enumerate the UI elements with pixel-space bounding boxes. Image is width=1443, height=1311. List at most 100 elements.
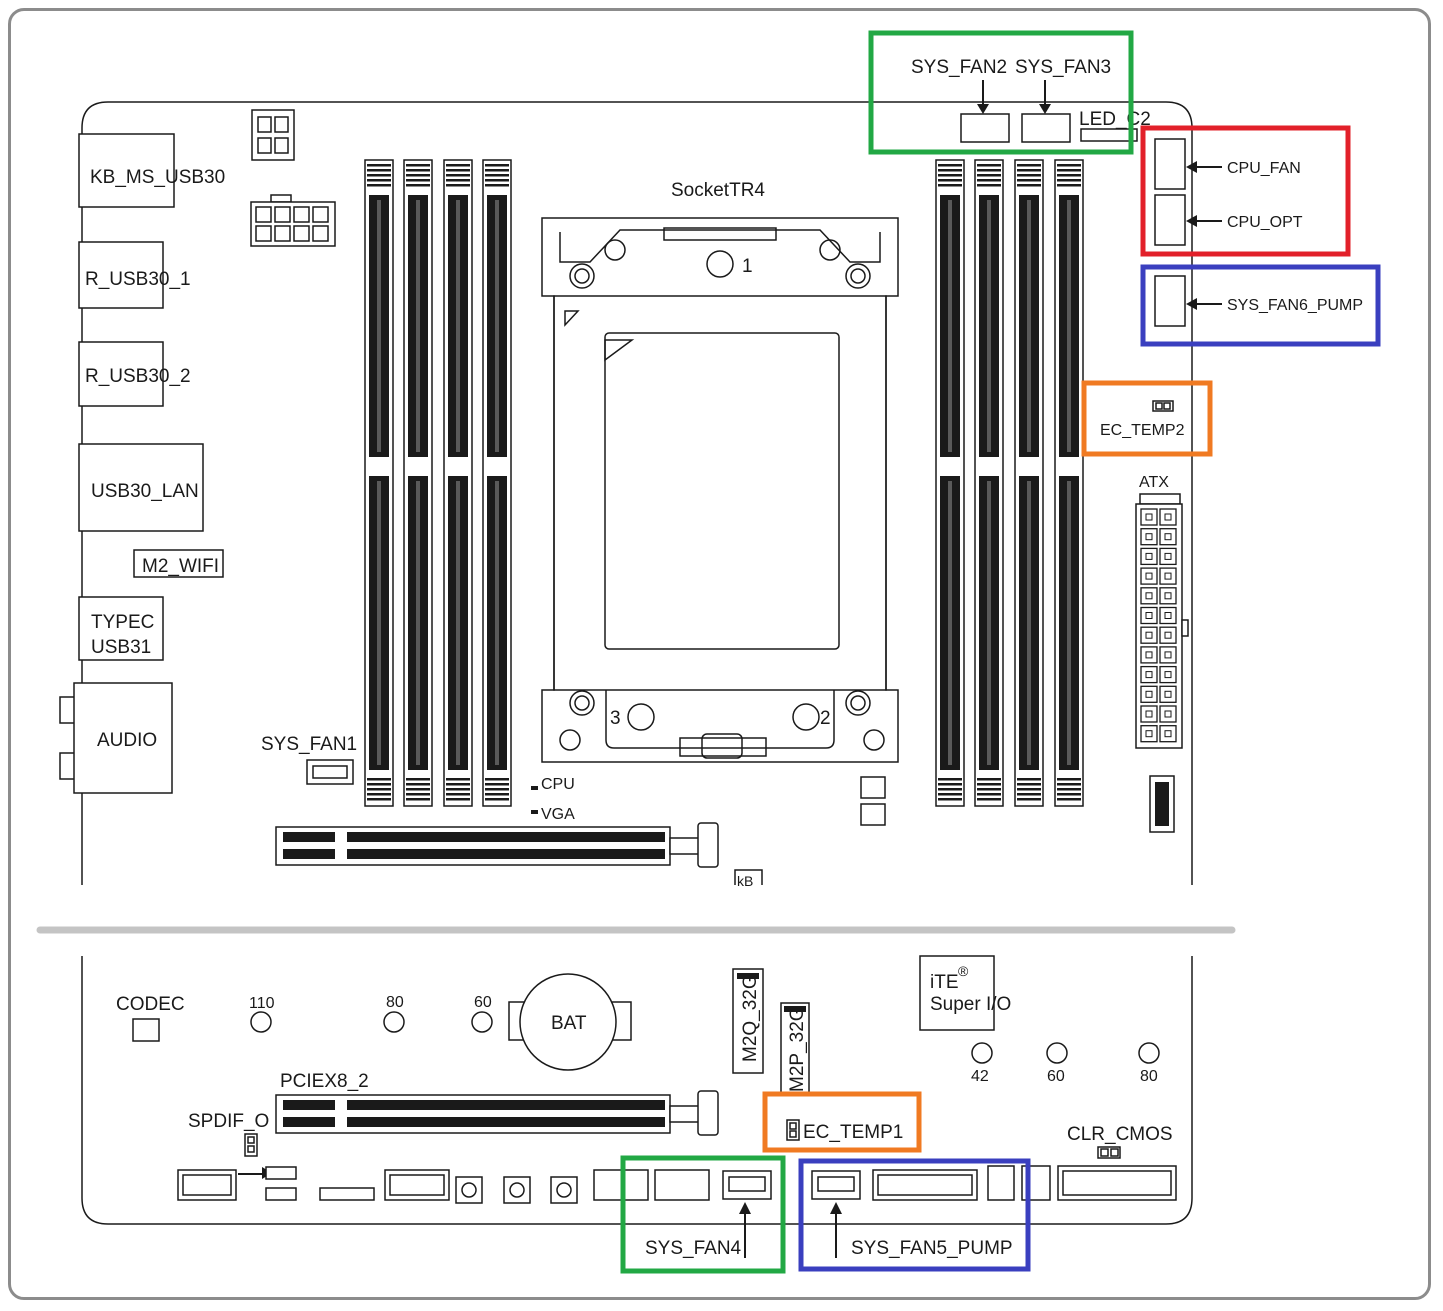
bottom-header-row xyxy=(177,1165,1177,1204)
post-code-left-0: 110 xyxy=(249,995,275,1012)
figure-frame xyxy=(8,8,1431,1300)
dimm-slots-left xyxy=(364,159,512,807)
ite-label: iTE xyxy=(930,972,959,993)
m2-wifi-connector: M2_WIFI xyxy=(133,549,224,578)
small-squares xyxy=(860,776,886,826)
highlight-sys-fan5-pump xyxy=(798,1158,1031,1272)
sys-fan4-label: SYS_FAN4 xyxy=(645,1238,742,1259)
led-c2-header: LED_C2 xyxy=(1079,109,1151,142)
battery: BAT xyxy=(508,973,632,1071)
sys-fan1-header: SYS_FAN1 xyxy=(261,734,357,785)
post-code-right-1: 60 xyxy=(1047,1068,1065,1085)
sys-fan3-header: SYS_FAN3 xyxy=(1015,57,1111,143)
post-code-left-1: 80 xyxy=(386,994,404,1011)
partial-kb-label: kB xyxy=(737,873,753,889)
atx-connector: ATX xyxy=(1135,474,1189,749)
spdif-o-label: SPDIF_O xyxy=(188,1111,269,1132)
partial-connector xyxy=(734,869,763,885)
sys-fan6-pump-label: SYS_FAN6_PUMP xyxy=(1227,297,1363,314)
m2q-32g-label: M2Q_32G xyxy=(740,974,761,1062)
sys-fan3-label: SYS_FAN3 xyxy=(1015,57,1111,78)
spdif-o-header: SPDIF_O xyxy=(188,1111,269,1157)
socket-screw-3-label: 3 xyxy=(610,708,621,729)
m2p-32g-label: M2P_32G xyxy=(787,1006,808,1092)
dimm-slot xyxy=(1014,159,1044,807)
post-code-left-2: 60 xyxy=(474,994,492,1011)
clr-cmos-label: CLR_CMOS xyxy=(1067,1124,1173,1145)
cpu-opt-label: CPU_OPT xyxy=(1227,214,1303,231)
r-usb30-2-connector: R_USB30_2 xyxy=(78,341,191,407)
cpu-opt-header: CPU_OPT xyxy=(1154,194,1303,246)
usb30-lan-label: USB30_LAN xyxy=(91,481,199,502)
socket-screw-2-label: 2 xyxy=(820,708,831,729)
highlight-ec-temp2 xyxy=(1081,380,1213,457)
vga-led-label: VGA xyxy=(541,806,575,823)
highlight-ec-temp1 xyxy=(762,1091,922,1153)
kb-ms-usb30-connector: KB_MS_USB30 xyxy=(78,133,225,208)
dimm-slot xyxy=(364,159,394,807)
dimm-slot xyxy=(974,159,1004,807)
dimm-slots-right xyxy=(935,159,1084,807)
cpu-power-8pin xyxy=(250,194,336,247)
dimm-slot xyxy=(403,159,433,807)
clr-cmos-jumper: CLR_CMOS xyxy=(1067,1124,1173,1159)
cpu-fan-label: CPU_FAN xyxy=(1227,160,1301,177)
battery-label: BAT xyxy=(551,1013,587,1034)
sys-fan5-pump-label: SYS_FAN5_PUMP xyxy=(851,1238,1013,1259)
usb31-label: USB31 xyxy=(91,637,151,658)
r-usb30-2-label: R_USB30_2 xyxy=(85,366,191,387)
dimm-slot xyxy=(443,159,473,807)
dimm-slot xyxy=(935,159,965,807)
cpu-power-4pin xyxy=(251,109,295,161)
typec-usb31-connector: TYPEC USB31 xyxy=(78,596,164,661)
audio-label: AUDIO xyxy=(97,730,157,751)
kb-ms-usb30-label: KB_MS_USB30 xyxy=(90,167,225,188)
board-outline-bottom xyxy=(81,956,1193,1225)
led-c2-label: LED_C2 xyxy=(1079,109,1151,130)
typec-label: TYPEC xyxy=(91,612,154,633)
m2-wifi-label: M2_WIFI xyxy=(142,556,219,577)
post-code-right-0: 42 xyxy=(971,1068,989,1085)
post-code-leds-left: 110 80 60 xyxy=(249,994,493,1033)
ec-temp2-label: EC_TEMP2 xyxy=(1100,422,1185,439)
board-outline-top xyxy=(81,101,1193,885)
socket-label: SocketTR4 xyxy=(671,180,765,201)
pcie-slot-top xyxy=(275,822,719,868)
cpu-fan-header: CPU_FAN xyxy=(1154,138,1301,190)
sys-fan1-label: SYS_FAN1 xyxy=(261,734,357,755)
post-code-right-2: 80 xyxy=(1140,1068,1158,1085)
post-code-leds-right: 42 60 80 xyxy=(971,1042,1160,1085)
highlight-sys-fan2-3 xyxy=(868,30,1134,155)
highlight-cpu-fan-opt xyxy=(1140,125,1351,257)
front-usb31-connector xyxy=(1149,775,1175,833)
ec-temp1-header: EC_TEMP1 xyxy=(786,1119,903,1143)
socket-screw-1-label: 1 xyxy=(742,256,753,277)
m2q-32g-slot: M2Q_32G xyxy=(732,968,764,1074)
ec-temp1-label: EC_TEMP1 xyxy=(803,1122,903,1143)
dimm-slot xyxy=(1054,159,1084,807)
usb30-lan-connector: USB30_LAN xyxy=(78,443,204,532)
super-io-label: Super I/O xyxy=(930,994,1011,1015)
highlight-sys-fan6-pump xyxy=(1140,264,1381,347)
sys-fan5-pump-header: SYS_FAN5_PUMP xyxy=(811,1170,1013,1259)
socket-tr4: SocketTR4 1 3 2 xyxy=(541,180,899,763)
sys-fan6-pump-header: SYS_FAN6_PUMP xyxy=(1154,275,1363,327)
ite-registered-mark: ® xyxy=(958,963,969,979)
m2p-32g-slot: M2P_32G xyxy=(780,1002,810,1094)
ite-super-io-chip: iTE ® Super I/O xyxy=(919,955,1011,1031)
cpu-led-label: CPU xyxy=(541,776,575,793)
codec-label: CODEC xyxy=(116,994,185,1015)
ec-temp2-header: EC_TEMP2 xyxy=(1100,400,1185,439)
pciex8-2-label: PCIEX8_2 xyxy=(280,1071,369,1092)
r-usb30-1-connector: R_USB30_1 xyxy=(78,241,191,309)
highlight-sys-fan4 xyxy=(620,1155,786,1274)
highlight-boxes xyxy=(620,30,1381,1274)
codec-chip: CODEC xyxy=(116,994,185,1042)
sys-fan4-header: SYS_FAN4 xyxy=(645,1170,772,1259)
status-leds: CPU VGA xyxy=(531,776,575,823)
sys-fan2-header: SYS_FAN2 xyxy=(911,57,1010,143)
pciex8-2-slot: PCIEX8_2 xyxy=(275,1071,719,1136)
sys-fan2-label: SYS_FAN2 xyxy=(911,57,1007,78)
audio-connector: AUDIO xyxy=(59,682,173,794)
